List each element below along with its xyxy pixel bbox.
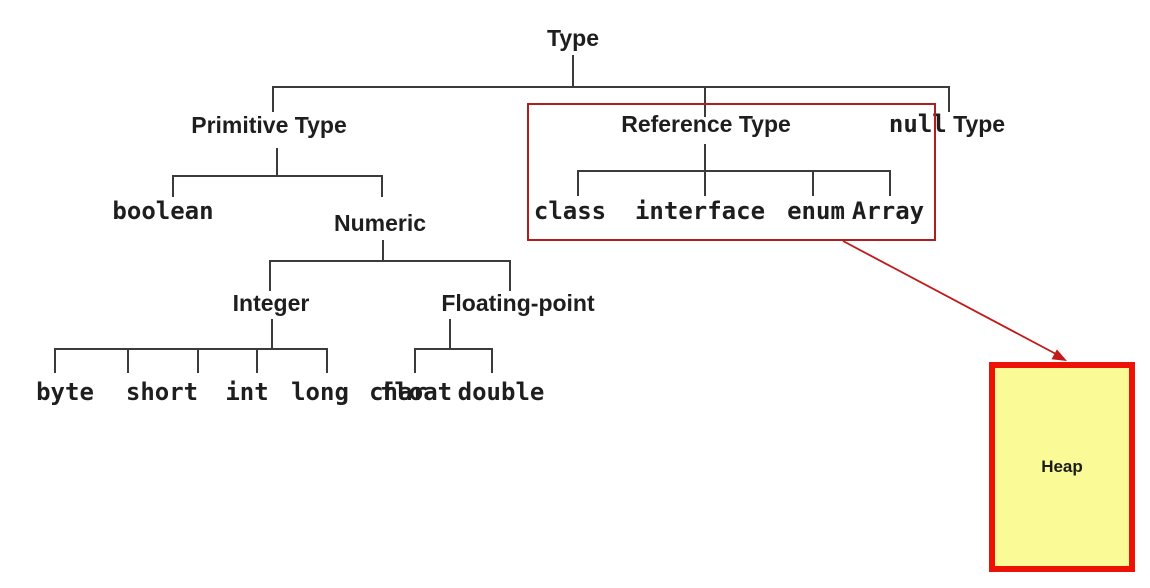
connector-line <box>127 348 129 373</box>
connector-line <box>271 319 273 349</box>
node-short: short <box>125 378 199 406</box>
connector-line <box>381 175 383 197</box>
connector-line <box>172 175 174 197</box>
connector-line <box>889 170 891 196</box>
connector-line <box>55 348 328 350</box>
node-numeric: Numeric <box>333 210 427 236</box>
connector-line <box>173 175 383 177</box>
node-array: Array <box>851 197 925 225</box>
heap-arrow-head <box>1051 349 1067 361</box>
connector-line <box>449 319 451 349</box>
node-byte: byte <box>36 378 94 406</box>
connector-line <box>578 170 891 172</box>
node-interface: interface <box>634 197 766 225</box>
connector-line <box>812 170 814 196</box>
node-primitive-type: Primitive Type <box>191 112 347 138</box>
node-double: double <box>457 378 545 406</box>
connector-line <box>197 348 199 373</box>
node-long: long <box>291 378 349 406</box>
connector-line <box>572 55 574 87</box>
reference-type-highlight-box <box>527 103 936 241</box>
connector-line <box>272 86 274 112</box>
connector-line <box>948 86 950 112</box>
node-floating-point: Floating-point <box>441 290 595 316</box>
node-enum: enum <box>787 197 845 225</box>
connector-line <box>270 260 510 262</box>
connector-line <box>704 144 706 171</box>
node-int: int <box>225 378 269 406</box>
connector-line <box>704 170 706 196</box>
connector-line <box>269 260 271 291</box>
node-boolean: boolean <box>112 197 214 225</box>
connector-line <box>491 348 493 373</box>
node-char: char <box>369 378 427 406</box>
node-null-type: null Type <box>888 110 1006 138</box>
connector-line <box>415 348 493 350</box>
connector-line <box>54 348 56 373</box>
node-float: float <box>379 378 453 406</box>
node-reference-type: Reference Type <box>621 111 791 137</box>
connector-line <box>414 348 416 373</box>
node-integer: Integer <box>232 290 310 316</box>
connector-line <box>256 348 258 373</box>
null-type-type-part: Type <box>946 111 1006 137</box>
connector-line <box>276 148 278 176</box>
node-class: class <box>533 197 607 225</box>
heap-box: Heap <box>989 362 1135 572</box>
connector-line <box>577 170 579 196</box>
heap-label: Heap <box>1041 457 1083 476</box>
connector-line <box>704 86 706 117</box>
connector-line <box>326 348 328 373</box>
node-type: Type <box>547 25 599 51</box>
connector-line <box>509 260 511 291</box>
heap-arrow-line <box>842 240 1057 355</box>
null-type-null-part: null <box>888 110 947 138</box>
connector-line <box>382 240 384 261</box>
connector-line <box>273 86 950 88</box>
